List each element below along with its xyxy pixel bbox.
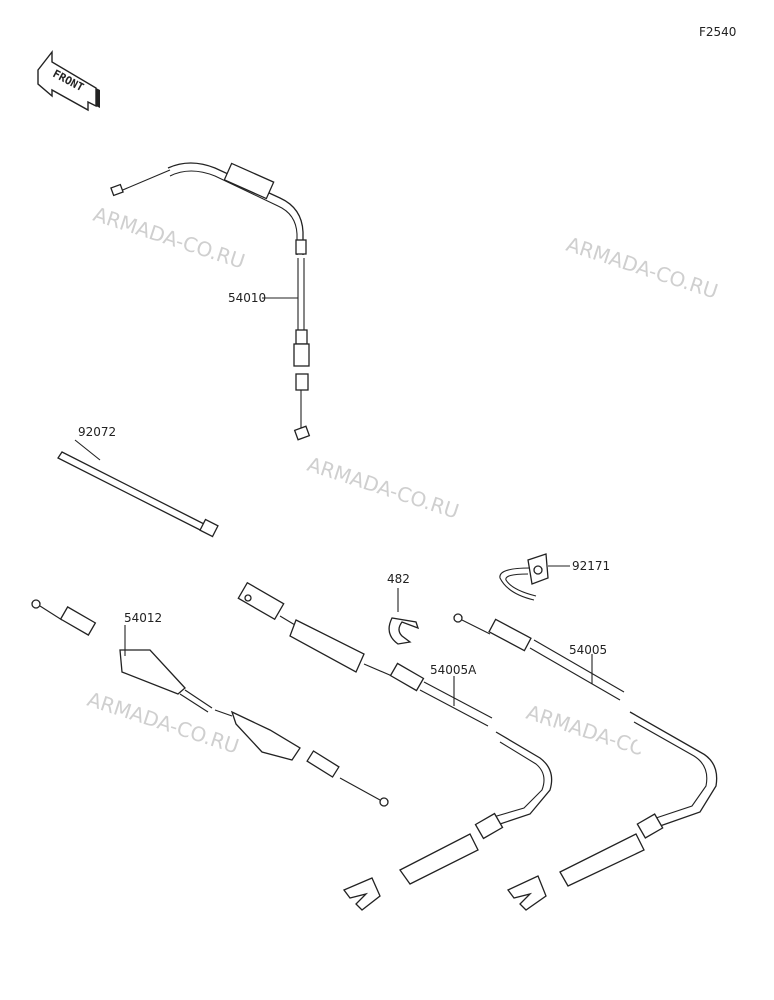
watermark: ARMADA-CO.RU (304, 452, 462, 524)
cable-54005 (453, 613, 718, 911)
part-label-54010: 54010 (228, 291, 266, 305)
watermark: ARMADA-CO.RU (563, 232, 721, 304)
cable-54010 (110, 162, 311, 441)
watermark: ARMADA-CO.RU (90, 202, 248, 274)
watermark: ARMADA-CO.RU (84, 687, 242, 759)
part-label-92072: 92072 (78, 425, 116, 439)
cable-54012 (31, 599, 389, 807)
part-label-54005: 54005 (569, 643, 607, 657)
tie-band-92072 (57, 439, 219, 538)
figure-code: F2540 (699, 25, 736, 39)
clip-482 (388, 588, 420, 645)
part-label-54005A: 54005A (430, 663, 477, 677)
part-label-482: 482 (387, 572, 410, 586)
front-arrow-icon: FRONT (37, 49, 100, 112)
part-label-54012: 54012 (124, 611, 162, 625)
part-label-92171: 92171 (572, 559, 610, 573)
cable-54005A (237, 581, 553, 911)
clamp-92171 (499, 553, 570, 601)
